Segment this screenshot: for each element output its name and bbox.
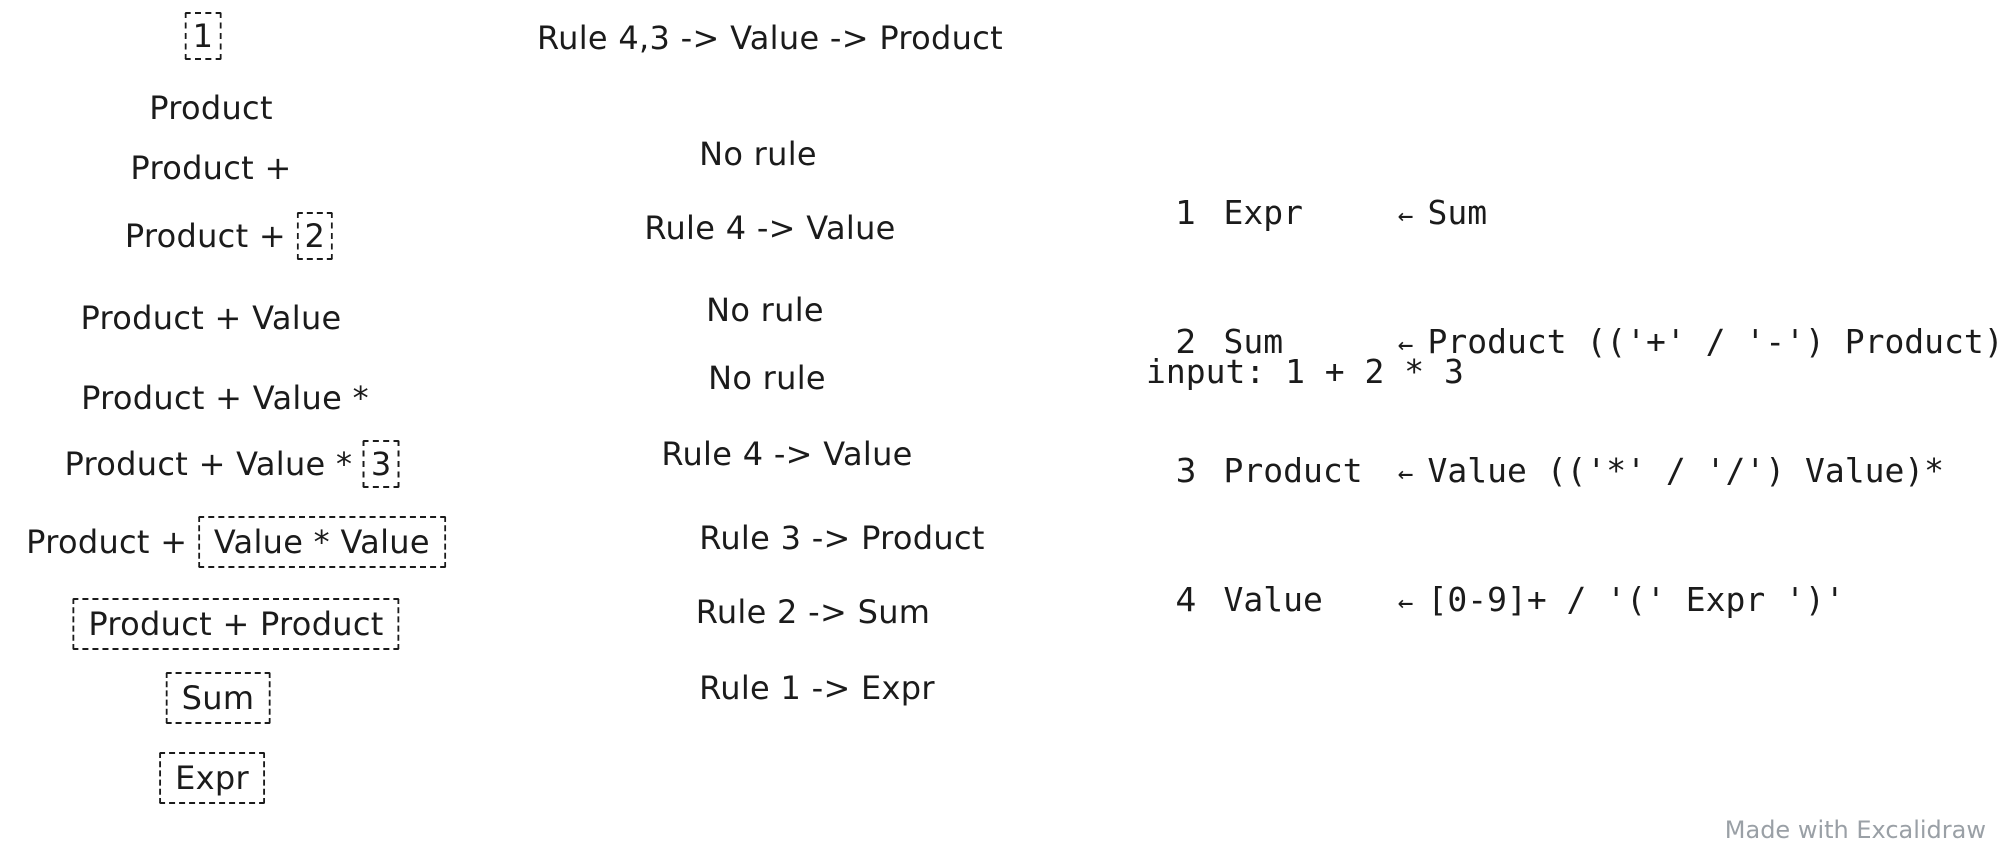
rule-note: Rule 1 -> Expr — [699, 669, 935, 707]
left-arrow-icon: ← — [1397, 588, 1414, 618]
step-text: Product + — [124, 217, 287, 255]
rule-note: Rule 4,3 -> Value -> Product — [537, 19, 1003, 57]
derivation-step-2: Product — [149, 88, 273, 128]
rule-note: No rule — [699, 135, 817, 173]
rule-definition: Product (('+' / '-') Product)* — [1427, 322, 2000, 361]
grammar-rule: 4 Value ← [0-9]+ / '(' Expr ')' — [1096, 535, 2000, 619]
rule-note: Rule 4 -> Value — [644, 209, 896, 247]
left-arrow-icon: ← — [1397, 330, 1414, 360]
step-text: Product — [149, 89, 273, 127]
boxed-expression: Sum — [165, 672, 271, 724]
derivation-step-6: Product + Value * — [81, 378, 369, 418]
boxed-token: 3 — [362, 440, 400, 488]
derivation-step-11: Expr — [159, 752, 265, 804]
rule-note: No rule — [706, 291, 824, 329]
boxed-expression: Product + Product — [72, 598, 400, 650]
derivation-step-10: Sum — [165, 672, 271, 724]
boxed-token: 2 — [296, 212, 334, 260]
rule-note: Rule 2 -> Sum — [695, 593, 931, 631]
rule-definition: [0-9]+ / '(' Expr ')' — [1427, 580, 1845, 619]
derivation-step-3: Product + — [130, 148, 291, 188]
step-text: Product + Value * — [81, 379, 369, 417]
rule-definition: Sum — [1427, 193, 1488, 232]
step-text: Product + Value — [80, 299, 342, 337]
boxed-expression: Expr — [159, 752, 265, 804]
rule-number: 3 — [1175, 451, 1197, 490]
rule-note: Rule 3 -> Product — [699, 519, 985, 557]
grammar-rule: 3 Product ← Value (('*' / '/') Value)* — [1096, 406, 2000, 490]
boxed-expression: Value * Value — [197, 516, 446, 568]
derivation-step-5: Product + Value — [80, 298, 341, 338]
derivation-step-1: 1 — [184, 12, 222, 60]
derivation-step-9: Product + Product — [72, 598, 400, 650]
step-text: Product + — [130, 149, 292, 187]
rule-name: Expr — [1223, 193, 1303, 232]
rule-note: No rule — [708, 359, 826, 397]
derivation-step-4: Product + 2 — [124, 212, 334, 260]
grammar-rule: 2 Sum ← Product (('+' / '-') Product)* — [1096, 277, 2000, 361]
rule-name: Sum — [1223, 322, 1284, 361]
derivation-step-7: Product + Value * 3 — [65, 440, 400, 488]
rule-number: 4 — [1175, 580, 1197, 619]
excalidraw-watermark: Made with Excalidraw — [1724, 816, 1986, 844]
rule-note: Rule 4 -> Value — [661, 435, 913, 473]
input-expression: input: 1 + 2 * 3 — [1146, 352, 1464, 391]
left-arrow-icon: ← — [1397, 201, 1414, 231]
boxed-token: 1 — [184, 12, 222, 60]
rule-name: Product — [1223, 451, 1363, 490]
step-text: Product + — [26, 523, 188, 561]
grammar-rule: 1 Expr ← Sum — [1096, 148, 2000, 232]
step-text: Product + Value * — [64, 445, 353, 483]
rule-number: 2 — [1175, 322, 1197, 361]
rule-name: Value — [1223, 580, 1323, 619]
grammar-definition: 1 Expr ← Sum 2 Sum ← Product (('+' / '-') Prod… — [1096, 62, 2000, 621]
left-arrow-icon: ← — [1397, 459, 1414, 489]
rule-number: 1 — [1175, 193, 1197, 232]
derivation-step-8: Product + Value * Value — [26, 516, 446, 568]
rule-definition: Value (('*' / '/') Value)* — [1427, 451, 1945, 490]
